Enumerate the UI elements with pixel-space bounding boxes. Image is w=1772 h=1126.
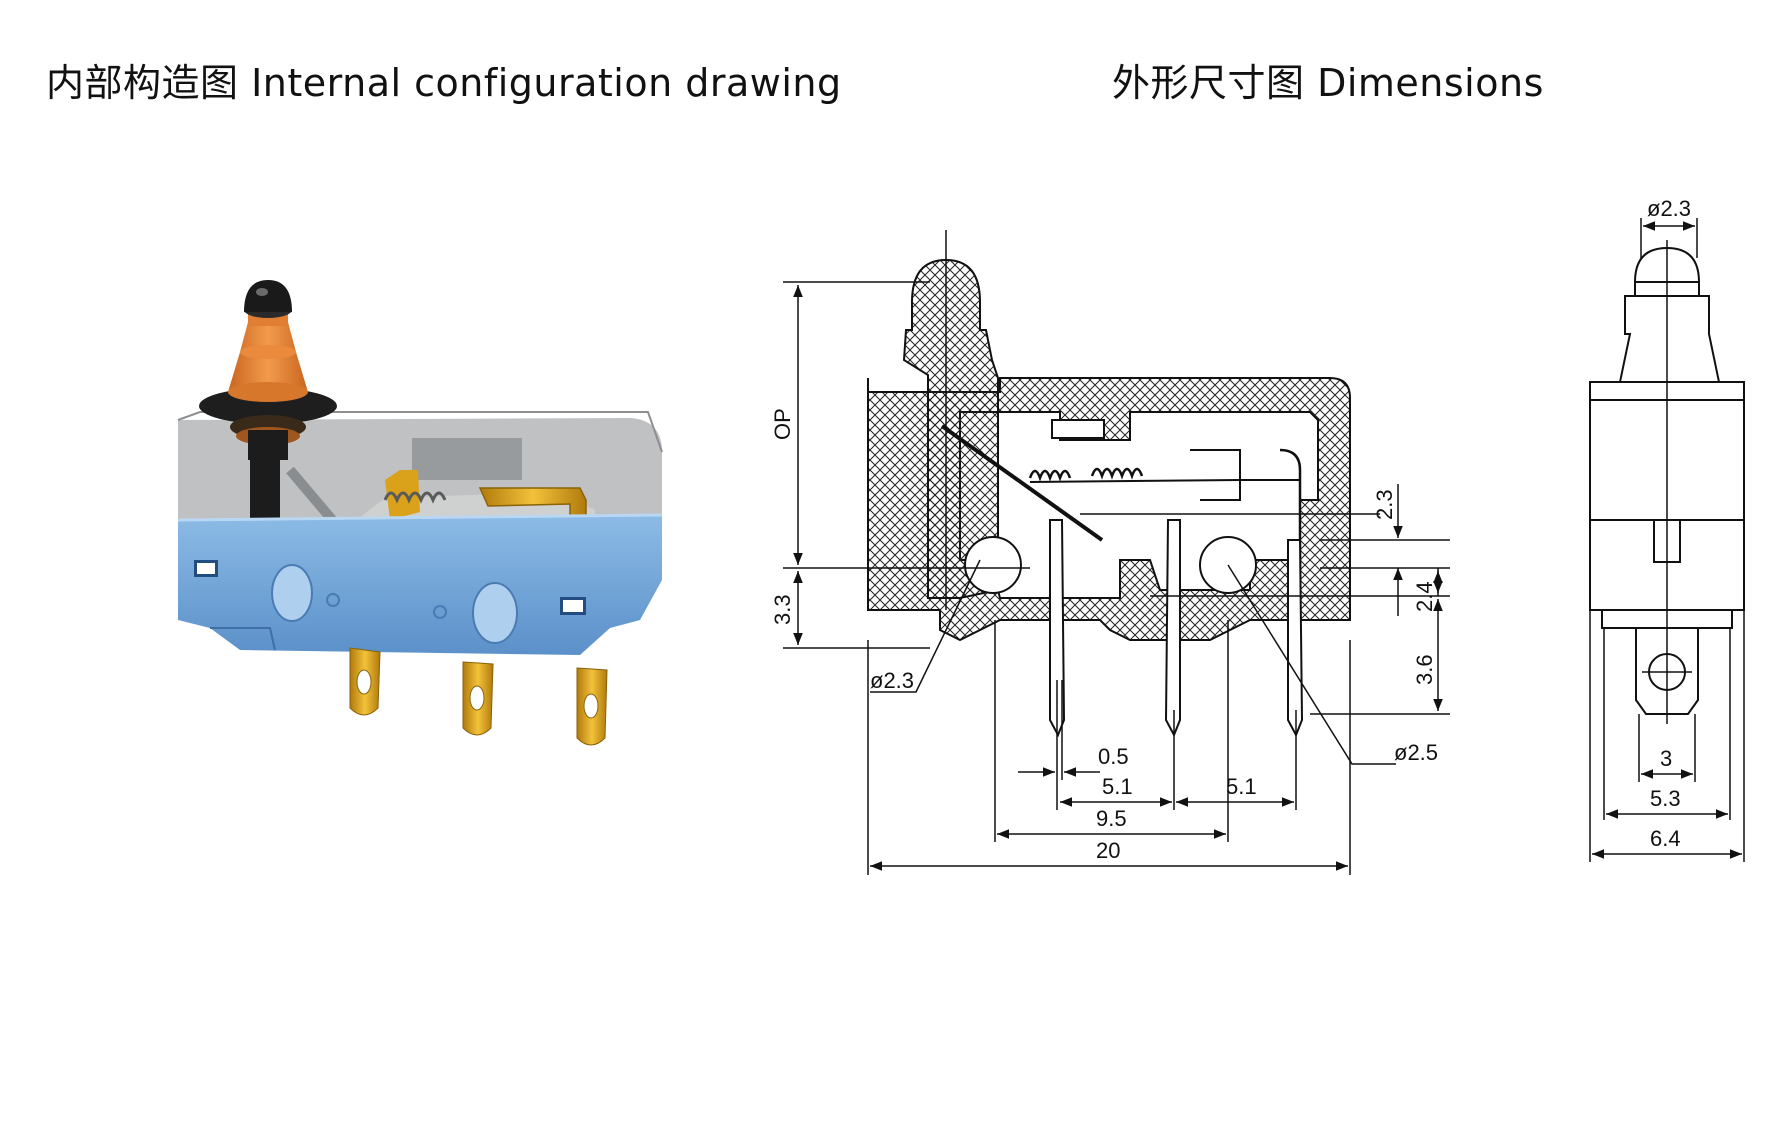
title-dimensions: 外形尺寸图 Dimensions	[1112, 61, 1544, 105]
mounting-hole-left	[271, 564, 313, 622]
dim-op: OP	[770, 408, 795, 440]
dim-phi-2-5: ø2.5	[1394, 740, 1438, 765]
dim-phi-2-3-side: ø2.3	[1647, 196, 1691, 221]
title-internal: 内部构造图 Internal configuration drawing	[46, 61, 842, 105]
dim-9-5: 9.5	[1096, 806, 1127, 831]
dim-2-3: 2.3	[1372, 489, 1397, 520]
front-dimensions	[783, 281, 1450, 875]
dim-5-3: 5.3	[1650, 786, 1681, 811]
mounting-hole-right	[472, 582, 518, 644]
plunger-section	[902, 258, 999, 599]
side-view-drawing	[1589, 240, 1745, 724]
side-dimensions	[1589, 218, 1745, 862]
front-view-drawing	[867, 230, 1380, 738]
dim-0-5: 0.5	[1098, 744, 1129, 769]
terminals	[349, 647, 608, 746]
dim-5-1-left: 5.1	[1102, 774, 1133, 799]
dim-3-3: 3.3	[770, 594, 795, 625]
internal-illustration	[177, 280, 663, 746]
dim-2-4: 2.4	[1412, 581, 1437, 612]
dim-20: 20	[1096, 838, 1120, 863]
hole-left	[964, 536, 1022, 594]
dim-3-6: 3.6	[1412, 654, 1437, 685]
plunger-knob	[244, 280, 292, 312]
coil-spring	[383, 491, 447, 504]
dim-phi-2-3-front: ø2.3	[870, 668, 914, 693]
base-housing	[178, 515, 662, 655]
dim-3: 3	[1660, 746, 1672, 771]
dim-6-4: 6.4	[1650, 826, 1681, 851]
dim-5-1-right: 5.1	[1226, 774, 1257, 799]
